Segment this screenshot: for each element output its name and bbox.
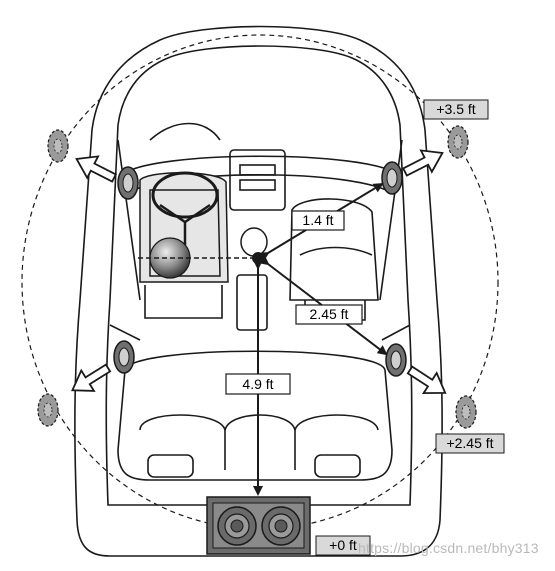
front-distance-text: 1.4 ft xyxy=(302,212,333,228)
front-right-delay-label: +3.5 ft xyxy=(423,99,489,120)
front-left-speaker xyxy=(117,166,139,200)
virtual-rear-left-speaker xyxy=(37,393,59,427)
virtual-front-left-speaker xyxy=(47,129,69,163)
rear-right-speaker xyxy=(385,343,407,377)
front-right-speaker xyxy=(381,161,403,195)
front-right-delay-text: +3.5 ft xyxy=(436,101,475,117)
virtual-front-right-speaker xyxy=(447,125,469,159)
front-distance-label: 1.4 ft xyxy=(291,210,345,231)
front-left-shift-arrow xyxy=(75,155,118,183)
watermark: https://blog.csdn.net/bhy313 xyxy=(358,540,539,556)
rear-distance-text: 2.45 ft xyxy=(310,306,349,322)
listening-point xyxy=(252,252,264,264)
subwoofer-distance-text: 4.9 ft xyxy=(242,376,273,392)
rear-left-shift-arrow xyxy=(71,363,112,392)
rear-left-speaker xyxy=(113,340,135,374)
rear-right-shift-arrow xyxy=(406,365,447,395)
subwoofer-delay-text: +0 ft xyxy=(329,537,357,553)
rear-distance-label: 2.45 ft xyxy=(295,304,363,325)
rear-right-delay-label: +2.45 ft xyxy=(435,433,505,454)
virtual-rear-right-speaker xyxy=(455,395,477,429)
passenger-headrest xyxy=(240,227,268,257)
rear-right-delay-text: +2.45 ft xyxy=(446,435,493,451)
front-right-shift-arrow xyxy=(401,149,444,177)
subwoofer-delay-label: +0 ft xyxy=(315,535,371,556)
subwoofer-distance-label: 4.9 ft xyxy=(225,373,291,395)
subwoofer xyxy=(206,496,311,555)
